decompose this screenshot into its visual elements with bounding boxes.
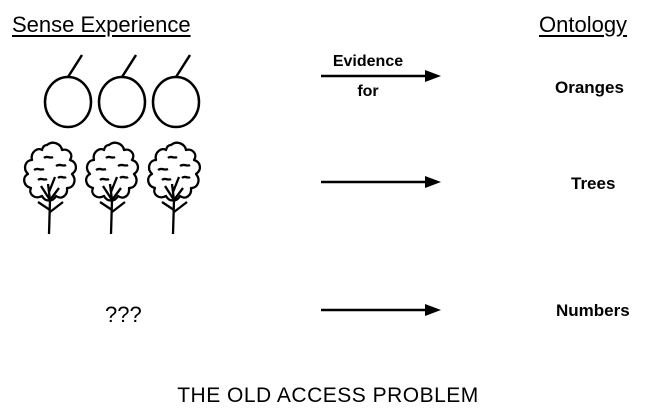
numbers-label: Numbers xyxy=(556,301,630,320)
tree-icon xyxy=(23,141,78,235)
evidence-label-line2: for xyxy=(357,83,379,100)
oranges-group xyxy=(43,54,201,129)
sense-experience-heading: Sense Experience xyxy=(12,12,191,37)
numbers-arrow xyxy=(321,304,441,316)
trees-label: Trees xyxy=(571,174,616,193)
evidence-arrow xyxy=(321,70,441,82)
orange-icon xyxy=(43,54,93,129)
unknown-experience: ??? xyxy=(105,302,142,327)
evidence-label-line1: Evidence xyxy=(332,53,404,70)
orange-icon xyxy=(97,54,147,129)
diagram-title: THE OLD ACCESS PROBLEM xyxy=(177,384,479,407)
ontology-heading: Ontology xyxy=(539,12,628,37)
trees-arrow xyxy=(321,176,441,188)
trees-group xyxy=(23,141,202,236)
orange-icon xyxy=(151,54,201,129)
oranges-label: Oranges xyxy=(555,78,624,97)
